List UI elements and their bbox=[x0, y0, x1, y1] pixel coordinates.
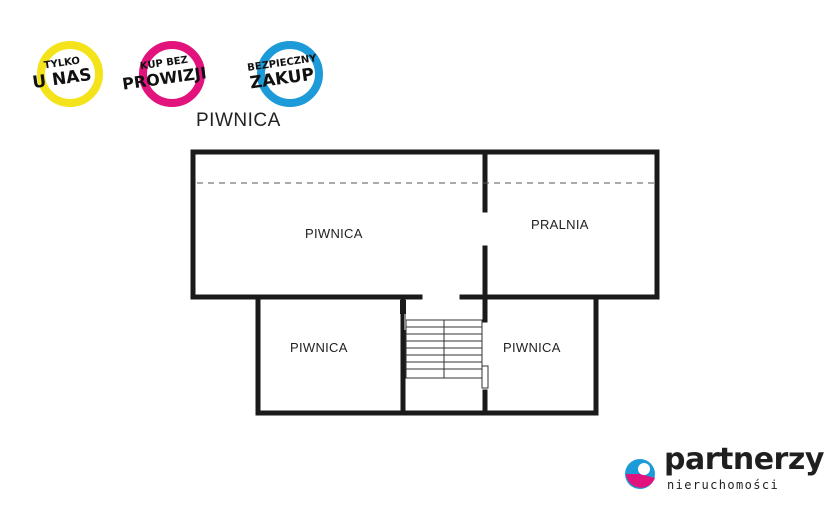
badge-bezpieczny-zakup: BEZPIECZNY ZAKUP bbox=[240, 36, 324, 112]
staircase bbox=[405, 319, 483, 379]
room-label-piwnica-right: PIWNICA bbox=[503, 340, 561, 355]
door-leaf bbox=[481, 365, 489, 389]
logo-wordmark: partnerzy bbox=[664, 442, 824, 477]
partnerzy-logo: partnerzy nieruchomości bbox=[622, 442, 824, 498]
badge-ring-icon bbox=[139, 41, 205, 107]
drop-icon bbox=[625, 459, 655, 489]
wall-stub bbox=[400, 300, 406, 314]
badge-ring-icon bbox=[257, 41, 323, 107]
logo-subtitle: nieruchomości bbox=[667, 478, 780, 492]
badge-tylko-u-nas: TYLKO U NAS bbox=[20, 36, 104, 112]
room-label-piwnica-left: PIWNICA bbox=[290, 340, 348, 355]
floor-level-title: PIWNICA bbox=[196, 110, 281, 131]
door-jamb bbox=[404, 314, 406, 330]
room-label-pralnia: PRALNIA bbox=[531, 217, 589, 232]
room-label-piwnica-main: PIWNICA bbox=[305, 226, 363, 241]
badge-kup-bez-prowizji: KUP BEZ PROWIZJI bbox=[121, 36, 208, 112]
badge-ring-icon bbox=[37, 41, 103, 107]
